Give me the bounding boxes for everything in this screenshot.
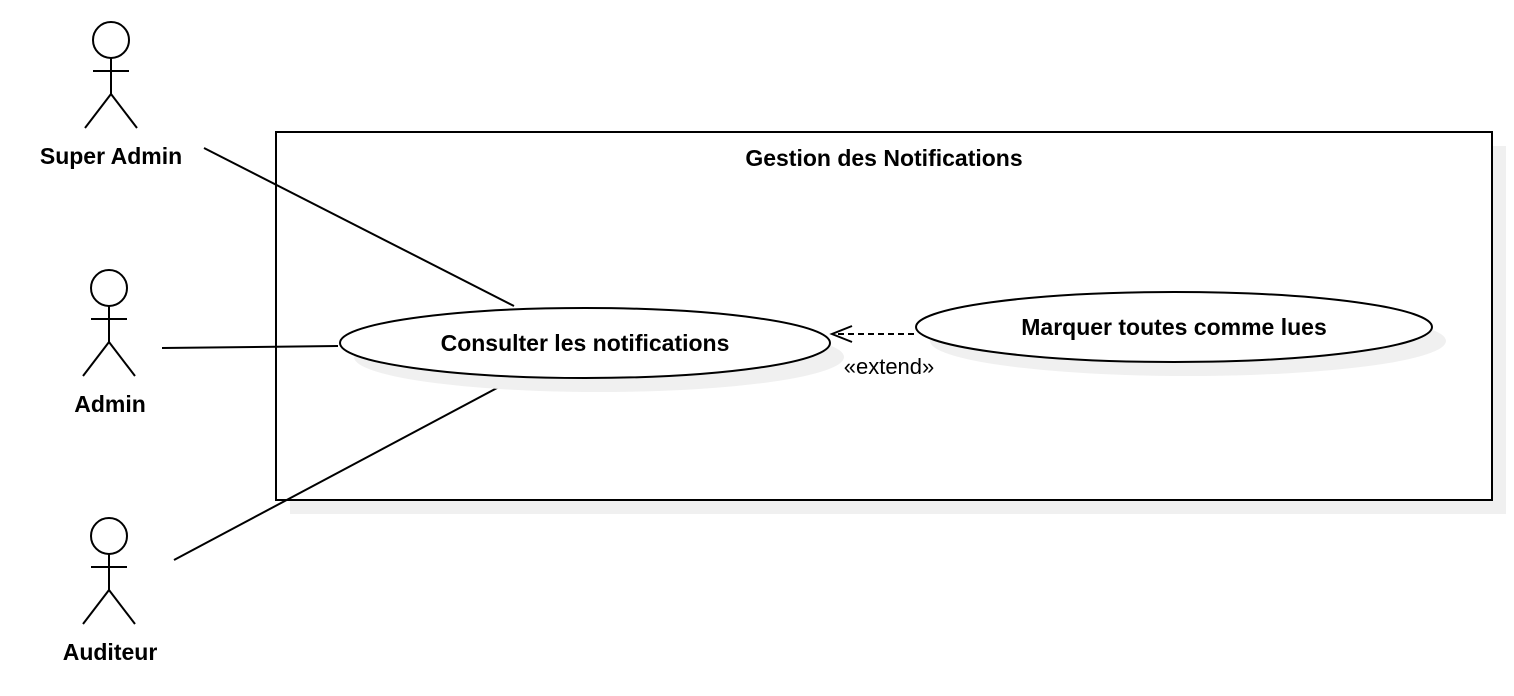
- actor-auditeur[interactable]: Auditeur: [63, 517, 158, 665]
- actor-super-admin[interactable]: Super Admin: [40, 21, 182, 169]
- system-title: Gestion des Notifications: [745, 145, 1022, 171]
- association-admin: [161, 345, 339, 349]
- extend-arrowhead: [829, 325, 853, 343]
- use-case-marquer-ellipse: [915, 291, 1433, 363]
- use-case-consulter-label: Consulter les notifications: [441, 330, 730, 356]
- actor-admin[interactable]: Admin: [74, 269, 146, 417]
- use-case-marquer-label: Marquer toutes comme lues: [1021, 314, 1326, 340]
- association-super-admin: [203, 147, 515, 307]
- stick-figure-icon: [82, 269, 136, 377]
- actor-label: Admin: [74, 391, 146, 417]
- use-case-consulter-ellipse: [339, 307, 831, 379]
- actor-label: Super Admin: [40, 143, 182, 169]
- association-auditeur: [173, 379, 513, 561]
- stick-figure-icon: [84, 21, 138, 129]
- use-case-marquer[interactable]: Marquer toutes comme lues: [915, 291, 1446, 376]
- actor-label: Auditeur: [63, 639, 158, 665]
- extend-label: «extend»: [844, 354, 935, 379]
- extend-relation: «extend»: [829, 325, 935, 379]
- stick-figure-icon: [82, 517, 136, 625]
- use-case-consulter[interactable]: Consulter les notifications: [339, 307, 844, 392]
